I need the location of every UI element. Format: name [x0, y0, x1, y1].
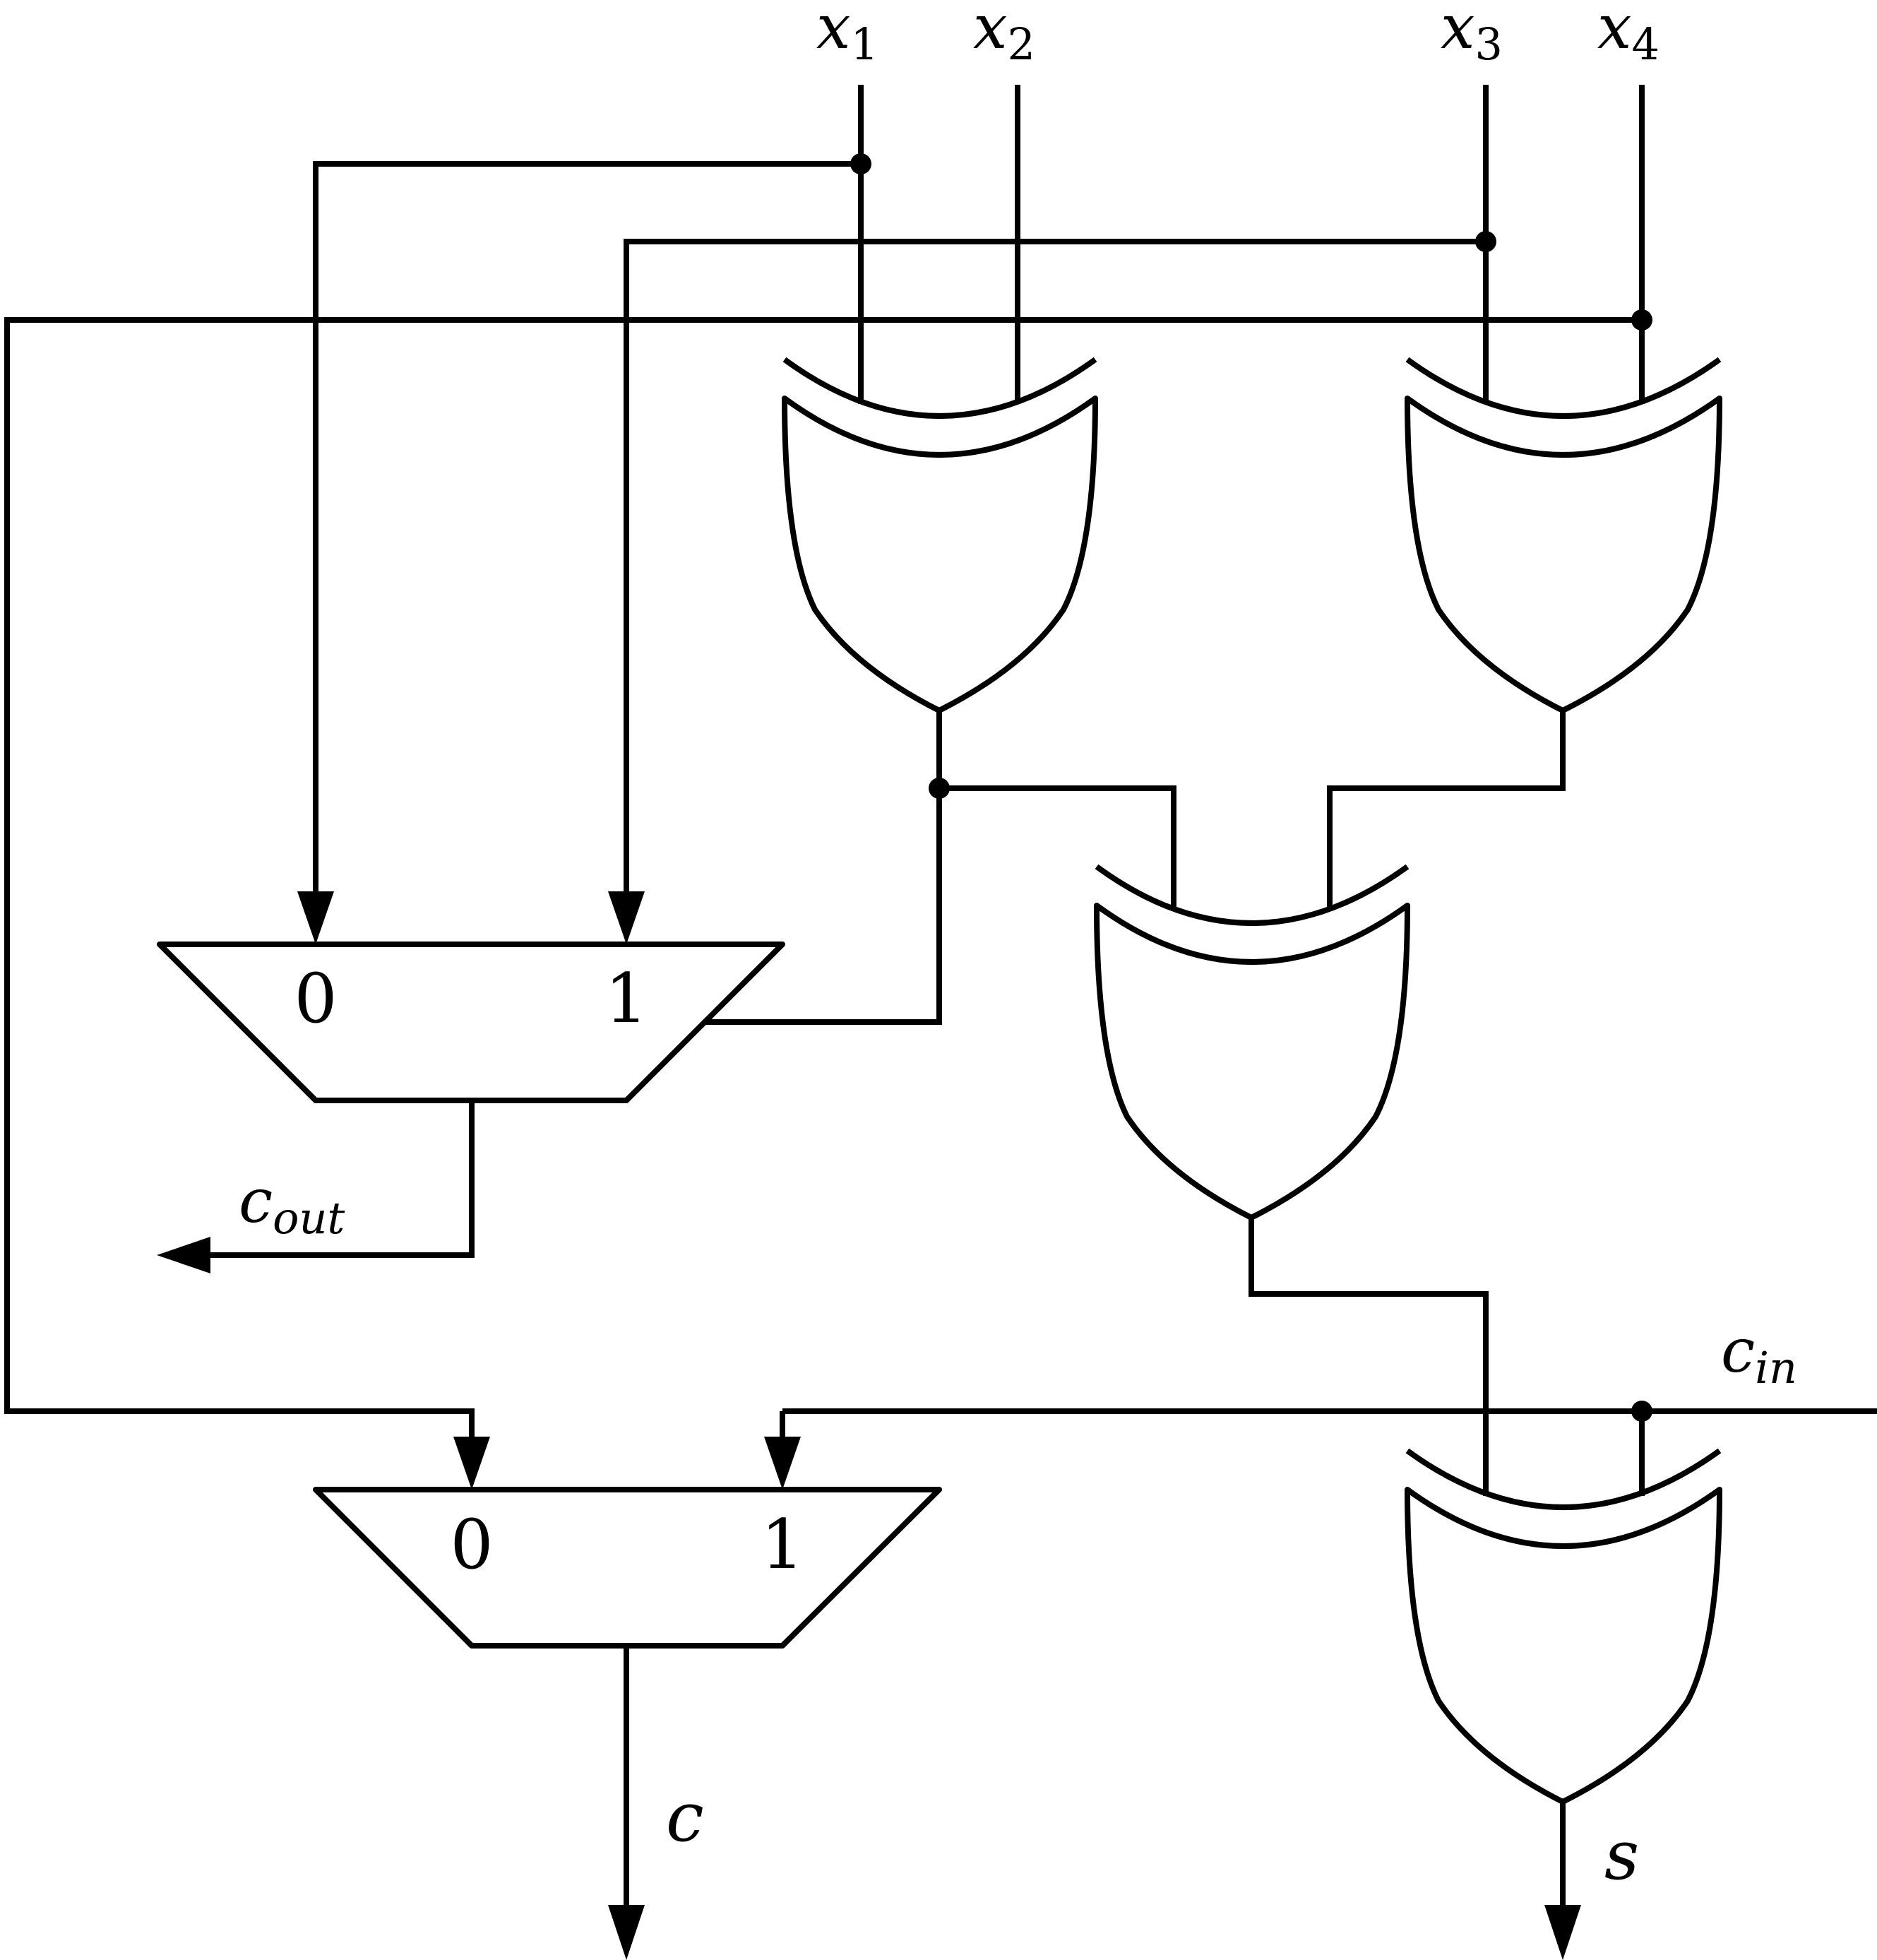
xor-gate-2 [1405, 357, 1722, 713]
label-cin: cin [1721, 1316, 1797, 1394]
wire-x1-to-mux-top-0 [313, 161, 861, 896]
wire-x3-to-mux-top-1 [624, 239, 1486, 896]
input-wires [4, 85, 1645, 1442]
label-s: s [1604, 1816, 1639, 1895]
label-x1: x1 [816, 0, 878, 70]
xor-gate-1 [782, 357, 1098, 713]
wire-xor3-out [1249, 1218, 1489, 1496]
internal-wires [705, 711, 1877, 1496]
mux-bottom: 0 1 [313, 1487, 942, 1649]
label-x2: x2 [973, 0, 1035, 70]
label-cout: cout [239, 1166, 345, 1244]
arrow-s [1544, 1905, 1581, 1960]
wire-x4-to-mux-bottom-0 [4, 317, 1642, 1442]
arrow-mux-top-0 [297, 891, 334, 944]
label-x3: x3 [1441, 0, 1503, 70]
mux-top-input-1-label: 1 [604, 959, 648, 1038]
arrow-cout [157, 1237, 210, 1273]
wire-cout [205, 1100, 475, 1258]
xor-gate-4 [1405, 1448, 1722, 1805]
junction-x3 [1475, 231, 1496, 252]
mux-top-input-0-label: 0 [294, 959, 337, 1038]
label-x4: x4 [1597, 0, 1659, 70]
wire-xor1-out-to-mux-top-select [705, 711, 942, 1025]
wire-xor2-out-to-xor3 [1327, 711, 1566, 911]
junction-x4 [1631, 309, 1652, 331]
mux-bottom-input-1-label: 1 [761, 1505, 804, 1584]
wire-xor1-out-to-xor3 [939, 785, 1176, 911]
arrow-mux-top-1 [608, 891, 645, 944]
mux-bottom-input-0-label: 0 [450, 1505, 493, 1584]
arrow-c [608, 1905, 645, 1960]
arrow-mux-bottom-0 [453, 1437, 490, 1490]
xor-gate-3 [1094, 864, 1410, 1220]
arrow-mux-bottom-1 [764, 1437, 801, 1490]
junction-x1 [850, 153, 871, 174]
label-c: c [666, 1778, 704, 1857]
mux-top: 0 1 [157, 942, 785, 1103]
